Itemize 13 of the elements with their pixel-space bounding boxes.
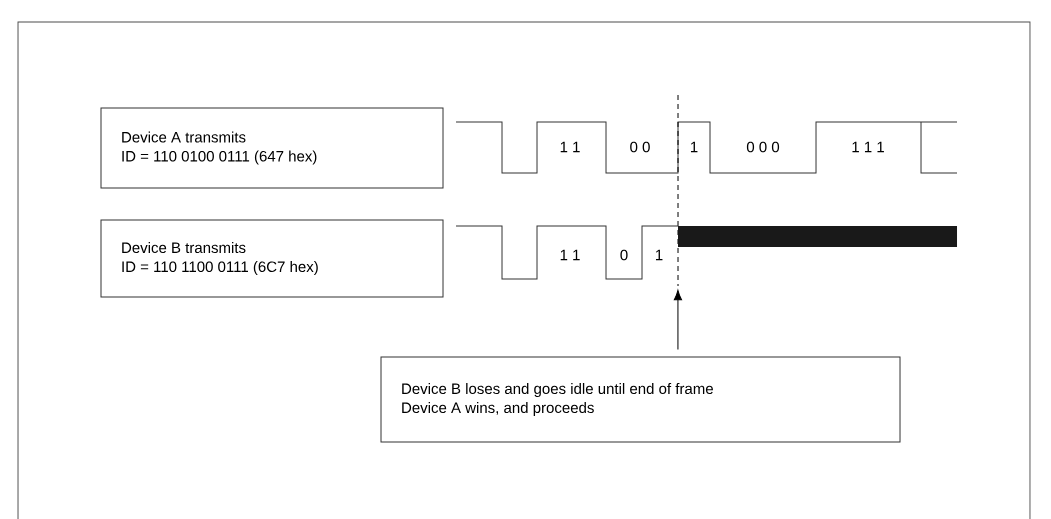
bit-label: 0 0 0 [746,141,780,153]
arrow [673,289,683,350]
bit-label: 1 1 [560,249,580,261]
bit-label: 0 [620,249,628,261]
text-box: Device A transmits ID = 110 0100 0111 (647 hex) [100,107,444,189]
bit-label: 1 1 [560,141,580,153]
bit-label: 1 1 1 [852,141,884,153]
bit-label: 1 [656,249,663,261]
text-box: Device B transmits ID = 110 1100 0111 (6C7 hex) [100,219,444,298]
bit-label: 0 0 [630,141,650,153]
text-box: Device B loses and goes idle until end of frame Device A wins, and proceeds [380,356,901,443]
bit-label: 1 [691,141,698,153]
signal-drawing [455,225,957,280]
